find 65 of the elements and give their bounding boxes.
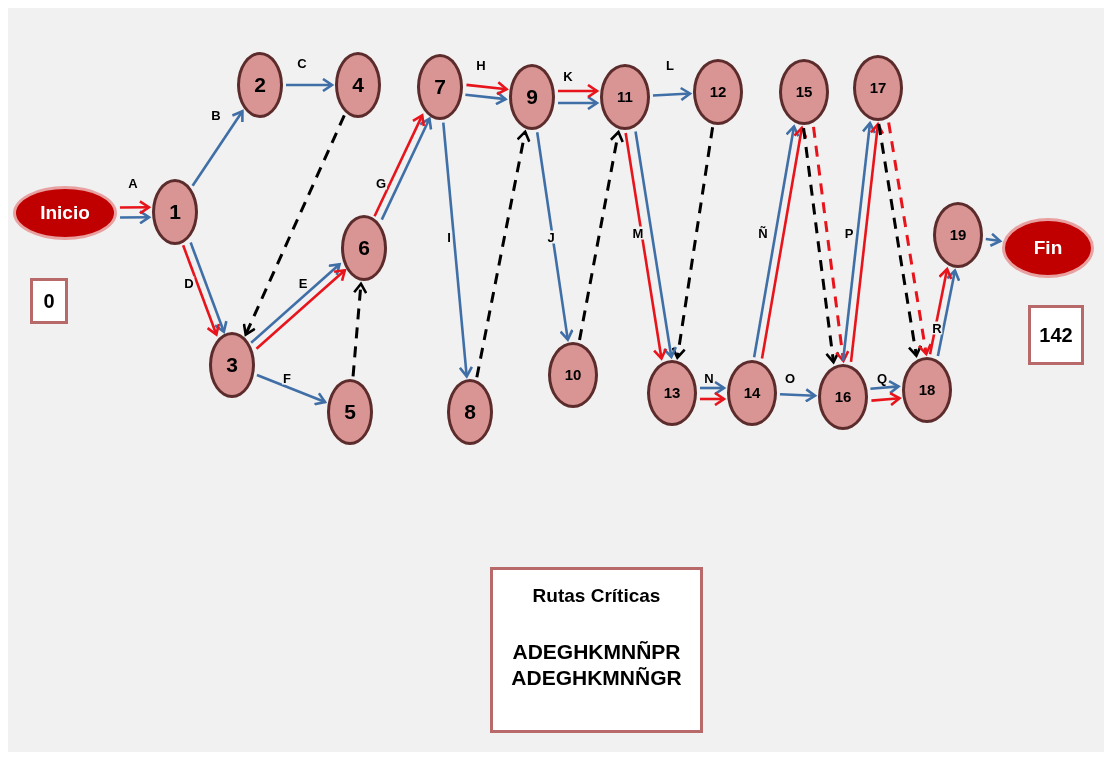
- edge-label: L: [665, 58, 675, 72]
- activity-arrow: [442, 122, 474, 378]
- edge-label: H: [475, 58, 487, 72]
- edge-label: N: [703, 371, 715, 385]
- activity-arrow: [849, 122, 885, 362]
- activity-arrow: [700, 391, 726, 407]
- edge-label: O: [783, 371, 797, 385]
- activity-arrow: [120, 210, 151, 225]
- edge-label: B: [210, 108, 222, 122]
- dummy-arrow: [802, 127, 840, 364]
- dummy-arrow: [242, 114, 346, 336]
- activity-arrow: [286, 77, 334, 93]
- critical-path-text: ADEGHKMNÑPR: [512, 638, 681, 665]
- activity-arrow: [634, 131, 678, 359]
- edge-label: F: [282, 371, 292, 385]
- activity-arrow: [558, 95, 599, 111]
- edge-label: C: [296, 56, 308, 70]
- critical-path-panel: [490, 567, 703, 733]
- edge-label: D: [183, 276, 195, 290]
- edge-label: A: [127, 176, 139, 190]
- dummy-arrow: [351, 282, 368, 377]
- edge-label: R: [931, 321, 943, 335]
- activity-arrow: [119, 200, 151, 215]
- edge-label: E: [297, 276, 309, 290]
- activity-arrow: [985, 232, 1002, 248]
- critical-path-text: ADEGHKMNÑGR: [511, 664, 682, 691]
- dummy-arrow: [578, 130, 624, 341]
- dummy-arrow: [671, 127, 715, 359]
- edge-label: J: [546, 230, 556, 244]
- activity-arrow: [779, 388, 817, 403]
- panel-heading: Rutas Críticas: [532, 584, 661, 608]
- activity-arrow: [535, 132, 574, 341]
- time-box: 142: [1028, 305, 1084, 365]
- edge-label: I: [446, 230, 452, 244]
- activity-arrow: [558, 83, 599, 99]
- activity-arrow: [191, 110, 244, 187]
- activity-arrow: [624, 132, 668, 360]
- dummy-arrow: [812, 126, 850, 363]
- activity-arrow: [652, 86, 692, 102]
- activity-arrow: [871, 391, 901, 407]
- activity-arrow: [928, 267, 953, 355]
- activity-arrow: [760, 126, 808, 359]
- edge-label: M: [631, 226, 645, 240]
- activity-arrow: [250, 263, 341, 344]
- activity-arrow: [870, 379, 900, 395]
- dummy-arrow: [475, 130, 531, 378]
- activity-arrow: [936, 269, 961, 357]
- activity-arrow: [255, 269, 347, 350]
- edge-label: P: [843, 226, 855, 240]
- edge-label: G: [374, 176, 388, 190]
- edge-label: K: [562, 69, 574, 83]
- activity-arrow: [752, 125, 800, 358]
- activity-arrow: [181, 244, 221, 336]
- activity-arrow: [189, 242, 228, 333]
- edge-label: Ñ: [757, 226, 769, 240]
- activity-arrow: [380, 117, 433, 221]
- activity-arrow: [841, 121, 877, 362]
- activity-arrow: [466, 80, 508, 96]
- edge-label: Q: [875, 371, 889, 385]
- dummy-arrow: [877, 123, 923, 357]
- activity-arrow: [700, 380, 726, 396]
- dummy-arrow: [887, 122, 932, 356]
- time-box: 0: [30, 278, 68, 324]
- activity-arrow: [256, 373, 327, 406]
- activity-arrow: [373, 114, 426, 217]
